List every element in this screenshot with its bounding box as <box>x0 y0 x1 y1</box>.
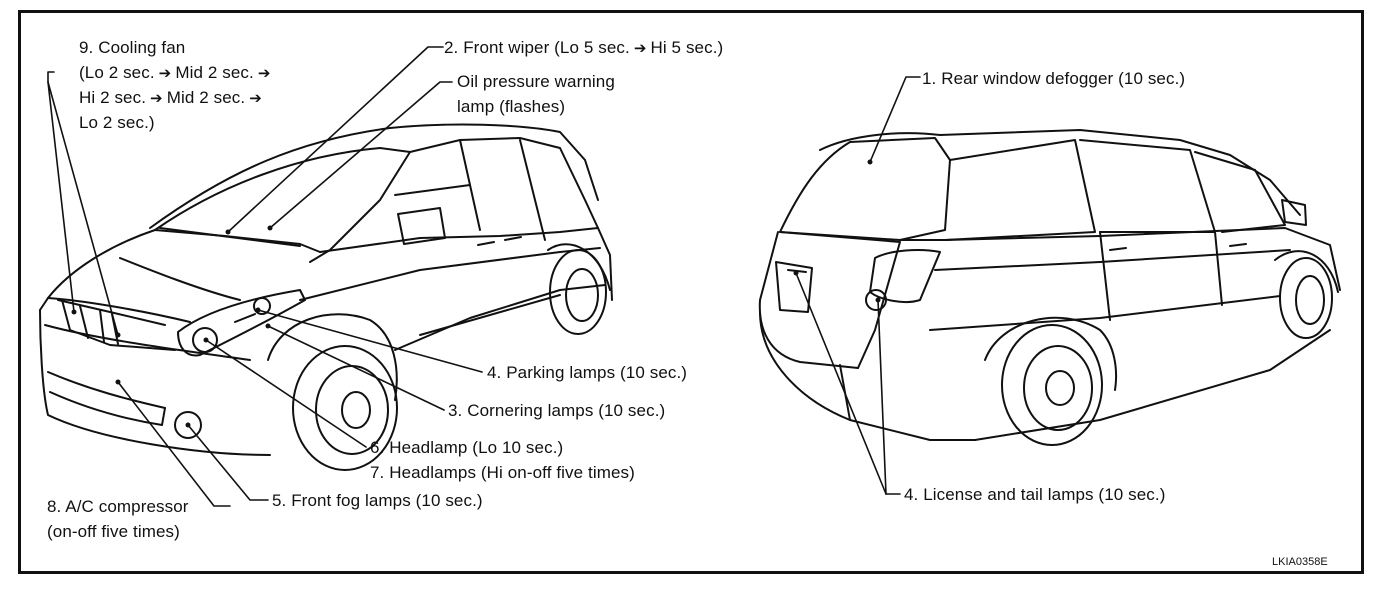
cooling-fan-step-mid2: Mid 2 sec. <box>166 88 246 107</box>
cornering-lamps-label: 3. Cornering lamps (10 sec.) <box>448 401 666 420</box>
leader-dots <box>71 159 881 428</box>
front-wiper-hi: Hi 5 sec.) <box>650 38 724 57</box>
oil-pressure-label-line1: Oil pressure warning <box>457 72 615 91</box>
rear-vehicle-drawing <box>758 129 1341 446</box>
cooling-fan-step-mid: Mid 2 sec. <box>175 63 254 82</box>
headlamps-hi-label: 7. Headlamps (Hi on-off five times) <box>370 463 635 482</box>
cooling-fan-line3: Hi 2 sec.➔Mid 2 sec.➔ <box>79 86 266 110</box>
arrow-icon: ➔ <box>158 65 172 82</box>
figure-code: LKIA0358E <box>1272 556 1328 568</box>
headlamp-lo-label: 6. Headlamp (Lo 10 sec.) <box>370 438 564 457</box>
diagram-frame <box>18 10 1364 574</box>
cooling-fan-step-hi: Hi 2 sec. <box>79 88 147 107</box>
front-wiper-lo: 2. Front wiper (Lo 5 sec. <box>444 38 630 57</box>
leader-lines <box>47 46 921 507</box>
license-tail-lamps-label: 4. License and tail lamps (10 sec.) <box>904 485 1166 504</box>
arrow-icon: ➔ <box>257 65 271 82</box>
cooling-fan-line2: (Lo 2 sec.➔Mid 2 sec.➔ <box>79 61 274 85</box>
front-vehicle-drawing <box>39 123 613 471</box>
parking-lamps-label: 4. Parking lamps (10 sec.) <box>487 363 688 382</box>
fog-lamps-label: 5. Front fog lamps (10 sec.) <box>272 491 483 510</box>
cooling-fan-step-lo: (Lo 2 sec. <box>79 63 155 82</box>
ac-compressor-label-line2: (on-off five times) <box>47 522 180 541</box>
cooling-fan-line4: Lo 2 sec.) <box>79 113 155 132</box>
arrow-icon: ➔ <box>150 90 163 107</box>
arrow-icon: ➔ <box>633 40 647 57</box>
rear-defogger-label: 1. Rear window defogger (10 sec.) <box>922 69 1186 88</box>
front-wiper-label: 2. Front wiper (Lo 5 sec.➔Hi 5 sec.) <box>444 36 723 60</box>
arrow-icon: ➔ <box>249 90 262 107</box>
cooling-fan-title: 9. Cooling fan <box>79 38 186 57</box>
oil-pressure-label-line2: lamp (flashes) <box>457 97 566 116</box>
ac-compressor-label-line1: 8. A/C compressor <box>47 497 189 516</box>
